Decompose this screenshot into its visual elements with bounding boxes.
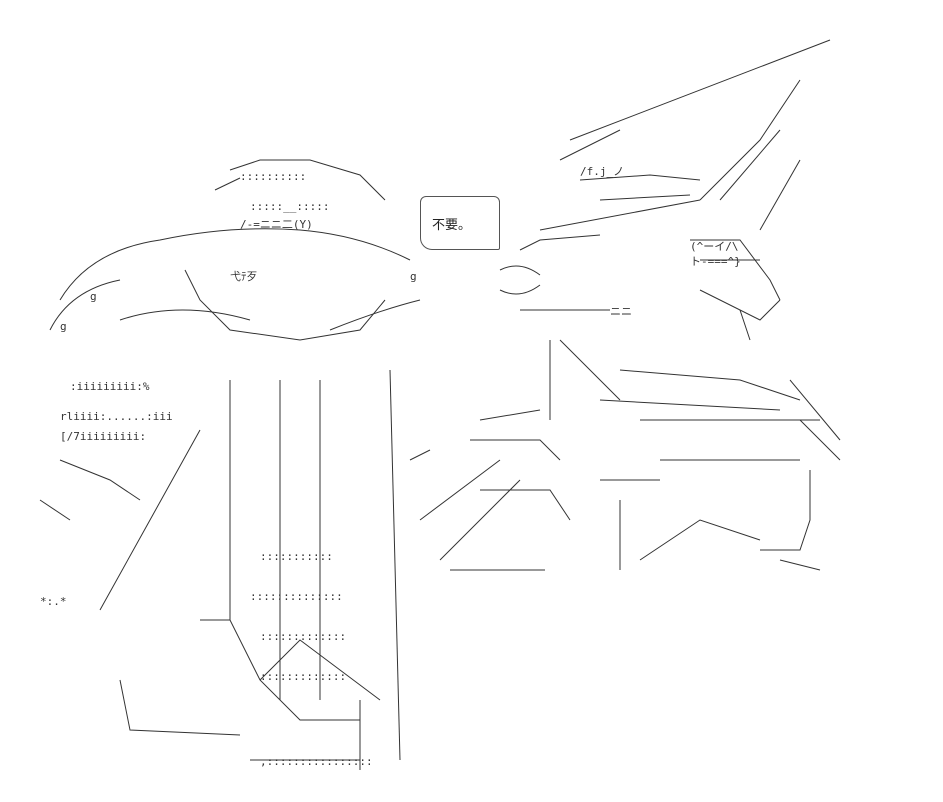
svg-text:/-=ニニ二(Y): /-=ニニ二(Y) — [240, 218, 313, 231]
svg-text:ト-===^}: ト-===^} — [690, 255, 741, 268]
svg-text:ニニ: ニニ — [610, 305, 632, 318]
svg-text:弋ﾃ歹: 弋ﾃ歹 — [230, 270, 258, 283]
svg-text:(^ーイ/\: (^ーイ/\ — [690, 240, 739, 253]
speech-bubble — [420, 196, 500, 250]
svg-text:,::::::::::::::::: ,:::::::::::::::: — [260, 755, 373, 768]
svg-text::::::::::::: ::::::::::: — [260, 550, 333, 563]
svg-text::::::__:::::: :::::__::::: — [250, 200, 329, 213]
svg-text:*:.*: *:.* — [40, 595, 67, 608]
svg-text::::::::::::::: ::::::::::::: — [260, 630, 346, 643]
svg-text:/f.j_ノ: /f.j_ノ — [580, 165, 624, 178]
svg-text:g: g — [60, 320, 67, 333]
speech-bubble-text: 不要。 — [432, 218, 472, 233]
left-figure-art — [39, 159, 421, 770]
svg-text::iiiiiiiii:%: :iiiiiiiii:% — [70, 380, 150, 393]
svg-text:[/7iiiiiiiii:: [/7iiiiiiiii: — [60, 430, 146, 443]
svg-text:g: g — [90, 290, 97, 303]
svg-text:g: g — [410, 270, 417, 283]
svg-text::::::::::::::: ::::::::::::: — [260, 670, 346, 683]
ascii-text-fragments: :::::::::: :::::__::::: /-=ニニ二(Y) 弋ﾃ歹 :i… — [40, 165, 741, 768]
right-figure-art — [409, 39, 841, 571]
svg-text:rliiii:......:iii: rliiii:......:iii — [60, 410, 173, 423]
svg-text:::::::::::::::: :::::::::::::: — [250, 590, 343, 603]
svg-text:::::::::::: :::::::::: — [240, 170, 306, 183]
